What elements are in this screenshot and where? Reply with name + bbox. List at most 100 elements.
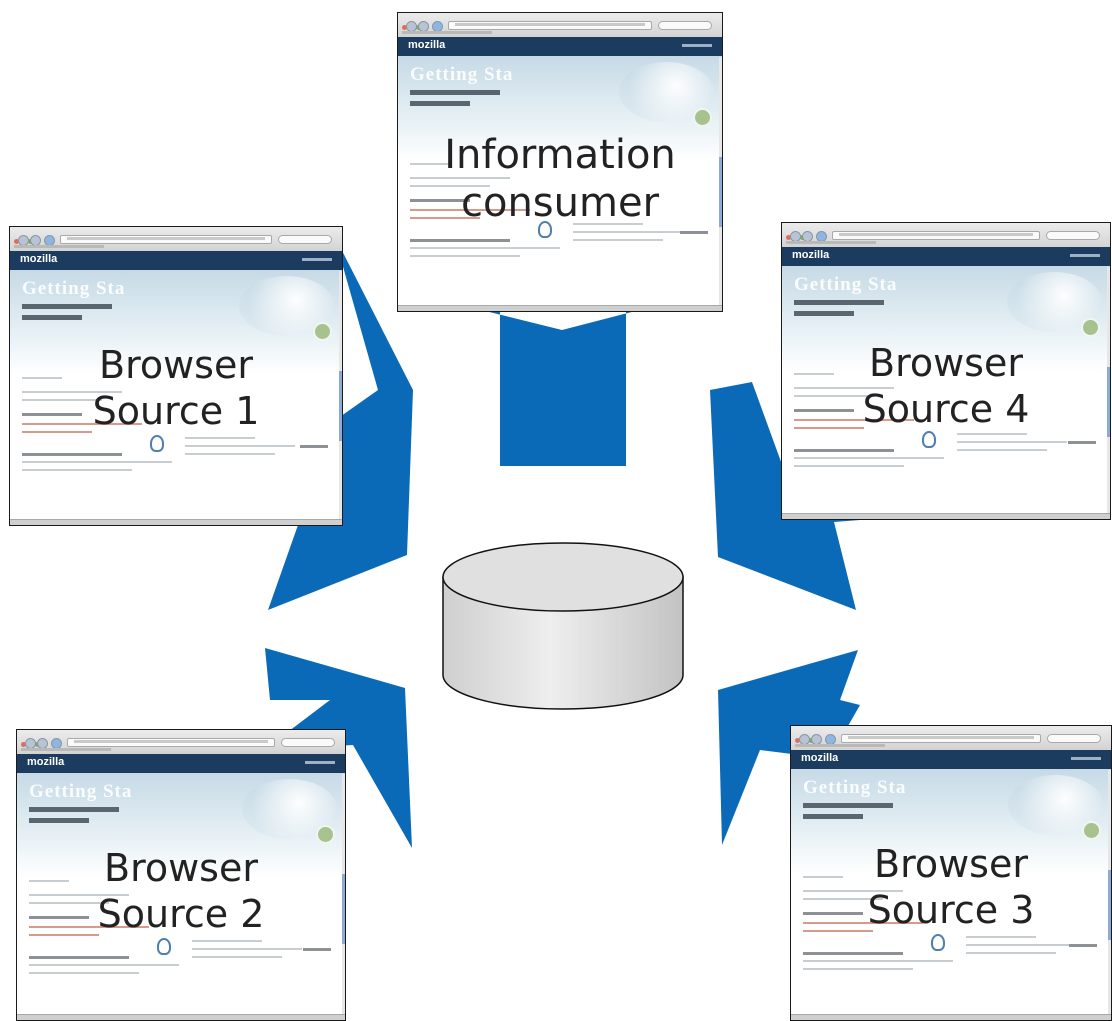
- content-line: [410, 185, 490, 187]
- content-line: [410, 209, 530, 211]
- content-line: [957, 433, 1027, 435]
- search-box: [281, 738, 335, 747]
- hero-title: Getting Sta: [29, 781, 133, 802]
- address-bar: [448, 21, 652, 30]
- hero-subtitle-line: [794, 311, 854, 316]
- content-line: [794, 387, 894, 389]
- content-line: [966, 936, 1036, 938]
- scrollbar-thumb: [339, 371, 342, 441]
- scrollbar-thumb: [719, 157, 722, 227]
- bookmarks-bar: [14, 245, 104, 248]
- header-link: [682, 44, 712, 47]
- address-bar-text: [455, 23, 645, 26]
- content-line: [29, 972, 139, 974]
- status-bar: [398, 305, 722, 311]
- content-line: [22, 413, 82, 416]
- content-line: [803, 968, 913, 970]
- node-label-line-2: Source 3: [867, 887, 1035, 932]
- site-header: mozilla: [17, 754, 345, 773]
- status-bar: [10, 519, 342, 525]
- address-bar-text: [839, 233, 1033, 236]
- header-link: [1070, 254, 1100, 257]
- status-bar: [791, 1014, 1111, 1020]
- content-line: [300, 445, 328, 448]
- content-line: [794, 457, 944, 459]
- content-line: [410, 255, 520, 257]
- content-line: [410, 247, 560, 249]
- address-bar: [832, 231, 1040, 240]
- hero-subtitle-line: [22, 315, 82, 320]
- content-line: [803, 890, 903, 892]
- node-label-line-2: consumer: [460, 180, 660, 226]
- download-badge-icon: [157, 938, 171, 955]
- arrow-db-to-consumer: [433, 298, 686, 466]
- hero-subtitle-line: [29, 807, 119, 812]
- scrollbar: [1107, 267, 1110, 514]
- node-label: Information consumer: [398, 131, 722, 227]
- scrollbar-thumb: [1108, 870, 1111, 940]
- hero-title: Getting Sta: [410, 64, 514, 85]
- content-line: [794, 449, 894, 452]
- bookmarks-bar: [402, 31, 492, 34]
- content-line: [410, 217, 480, 219]
- bookmarks-bar: [795, 744, 885, 747]
- browser-chrome: [791, 726, 1111, 751]
- hero-badge-icon: [313, 322, 332, 341]
- content-line: [22, 423, 142, 425]
- address-bar: [67, 738, 275, 747]
- content-line: [410, 199, 470, 202]
- hero-banner: Getting Sta: [791, 769, 1111, 874]
- address-bar: [60, 235, 272, 244]
- site-header: mozilla: [398, 37, 722, 56]
- hero-badge-icon: [1081, 318, 1100, 337]
- node-label-line-2: Source 1: [92, 388, 260, 433]
- site-logo: mozilla: [27, 756, 65, 768]
- status-bar: [17, 1014, 345, 1020]
- scrollbar: [1108, 770, 1111, 1015]
- node-label-line-1: Information: [444, 132, 676, 178]
- site-logo: mozilla: [408, 39, 446, 51]
- content-line: [29, 880, 69, 882]
- header-link: [305, 761, 335, 764]
- content-line: [192, 940, 262, 942]
- search-box: [278, 235, 332, 244]
- hero-subtitle-line: [803, 814, 863, 819]
- window-control-icon: [402, 25, 407, 30]
- hero-subtitle-line: [410, 90, 500, 95]
- content-line: [22, 377, 62, 379]
- site-header: mozilla: [10, 251, 342, 270]
- content-line: [185, 445, 295, 447]
- content-line: [803, 912, 863, 915]
- content-line: [966, 944, 1076, 946]
- content-line: [803, 960, 953, 962]
- content-line: [185, 453, 275, 455]
- content-line: [22, 461, 172, 463]
- content-line: [803, 952, 903, 955]
- node-label: Browser Source 3: [791, 842, 1111, 933]
- content-line: [22, 453, 122, 456]
- hero-banner: Getting Sta: [10, 270, 342, 375]
- content-line: [29, 902, 109, 904]
- search-box: [658, 21, 712, 30]
- site-logo: mozilla: [801, 752, 839, 764]
- content-line: [573, 231, 683, 233]
- hero-title: Getting Sta: [22, 278, 126, 299]
- content-line: [29, 894, 129, 896]
- content-line: [794, 373, 834, 375]
- hero-badge-icon: [1082, 821, 1101, 840]
- hero-subtitle-line: [29, 818, 89, 823]
- download-badge-icon: [150, 435, 164, 452]
- content-line: [1068, 441, 1096, 444]
- content-line: [410, 239, 510, 242]
- arrow-source2-to-db: [264, 648, 412, 848]
- content-line: [29, 964, 179, 966]
- content-line: [29, 916, 89, 919]
- bookmarks-bar: [786, 241, 876, 244]
- status-bar: [782, 513, 1110, 519]
